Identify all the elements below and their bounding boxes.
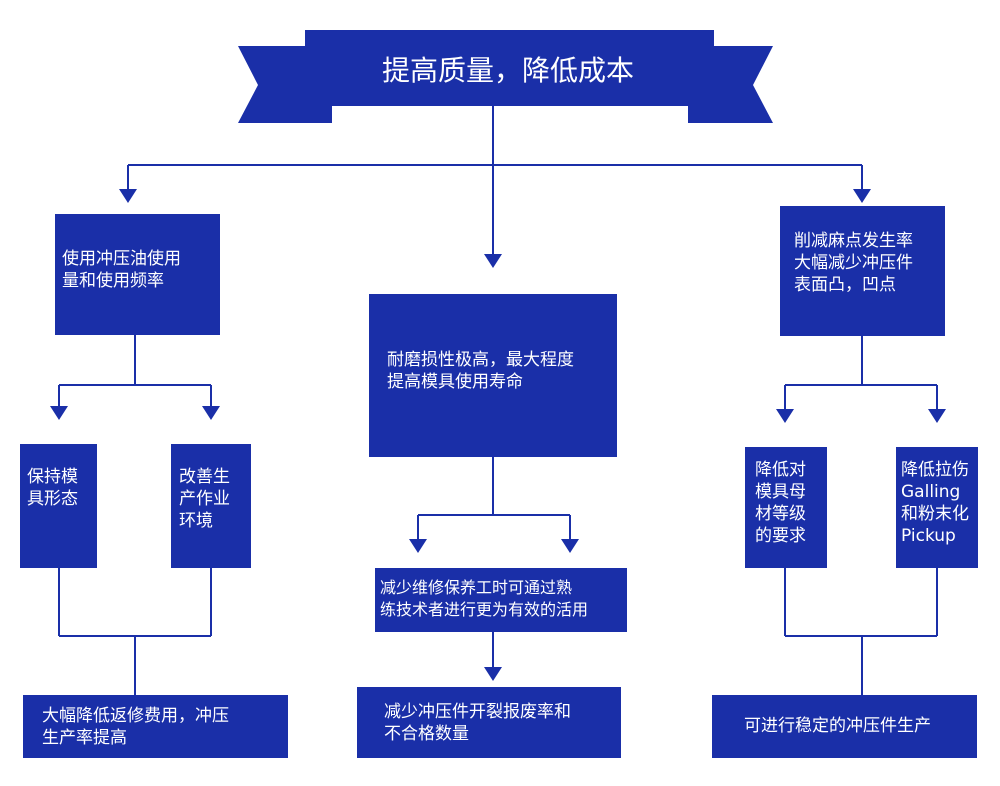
left-child-a-node: 保持模 具形态	[20, 444, 97, 568]
right-child-b-label: 降低拉伤 Galling 和粉末化 Pickup	[901, 460, 969, 546]
right-child-a-node: 降低对 模具母 材等级 的要求	[745, 447, 827, 568]
arrowhead-icon	[853, 189, 871, 203]
center-top-label: 耐磨损性极高，最大程度 提高模具使用寿命	[387, 350, 574, 392]
center-result-node: 减少冲压件开裂报废率和 不合格数量	[357, 687, 621, 758]
arrowhead-icon	[776, 409, 794, 423]
left-top-node: 使用冲压油使用 量和使用频率	[55, 214, 220, 335]
center-top-node: 耐磨损性极高，最大程度 提高模具使用寿命	[369, 294, 617, 457]
arrowhead-icon	[119, 189, 137, 203]
right-child-b-node: 降低拉伤 Galling 和粉末化 Pickup	[896, 447, 978, 568]
arrowhead-icon	[928, 409, 946, 423]
left-top-label: 使用冲压油使用 量和使用频率	[62, 249, 181, 291]
left-child-b-label: 改善生 产作业 环境	[179, 467, 230, 531]
center-middle-label: 减少维修保养工时可通过熟 练技术者进行更为有效的活用	[380, 578, 589, 619]
arrowhead-icon	[484, 667, 502, 681]
center-middle-node: 减少维修保养工时可通过熟 练技术者进行更为有效的活用	[375, 568, 627, 632]
left-result-label: 大幅降低返修费用，冲压 生产率提高	[42, 706, 229, 748]
arrowhead-icon	[561, 539, 579, 553]
left-result-node: 大幅降低返修费用，冲压 生产率提高	[23, 695, 288, 758]
left-child-b-node: 改善生 产作业 环境	[171, 444, 251, 568]
arrowhead-icon	[409, 539, 427, 553]
arrowhead-icon	[202, 406, 220, 420]
left-child-a-label: 保持模 具形态	[27, 467, 78, 509]
title-ribbon-shape	[238, 30, 773, 123]
right-result-label: 可进行稳定的冲压件生产	[744, 716, 931, 736]
center-result-label: 减少冲压件开裂报废率和 不合格数量	[384, 702, 571, 744]
right-top-label: 削减麻点发生率 大幅减少冲压件 表面凸，凹点	[794, 231, 913, 295]
arrowhead-icon	[484, 254, 502, 268]
right-result-node: 可进行稳定的冲压件生产	[712, 695, 977, 758]
diagram-title: 提高质量，降低成本	[382, 54, 634, 87]
right-child-a-label: 降低对 模具母 材等级 的要求	[755, 460, 806, 546]
right-top-node: 削减麻点发生率 大幅减少冲压件 表面凸，凹点	[780, 206, 945, 336]
arrowhead-icon	[50, 406, 68, 420]
